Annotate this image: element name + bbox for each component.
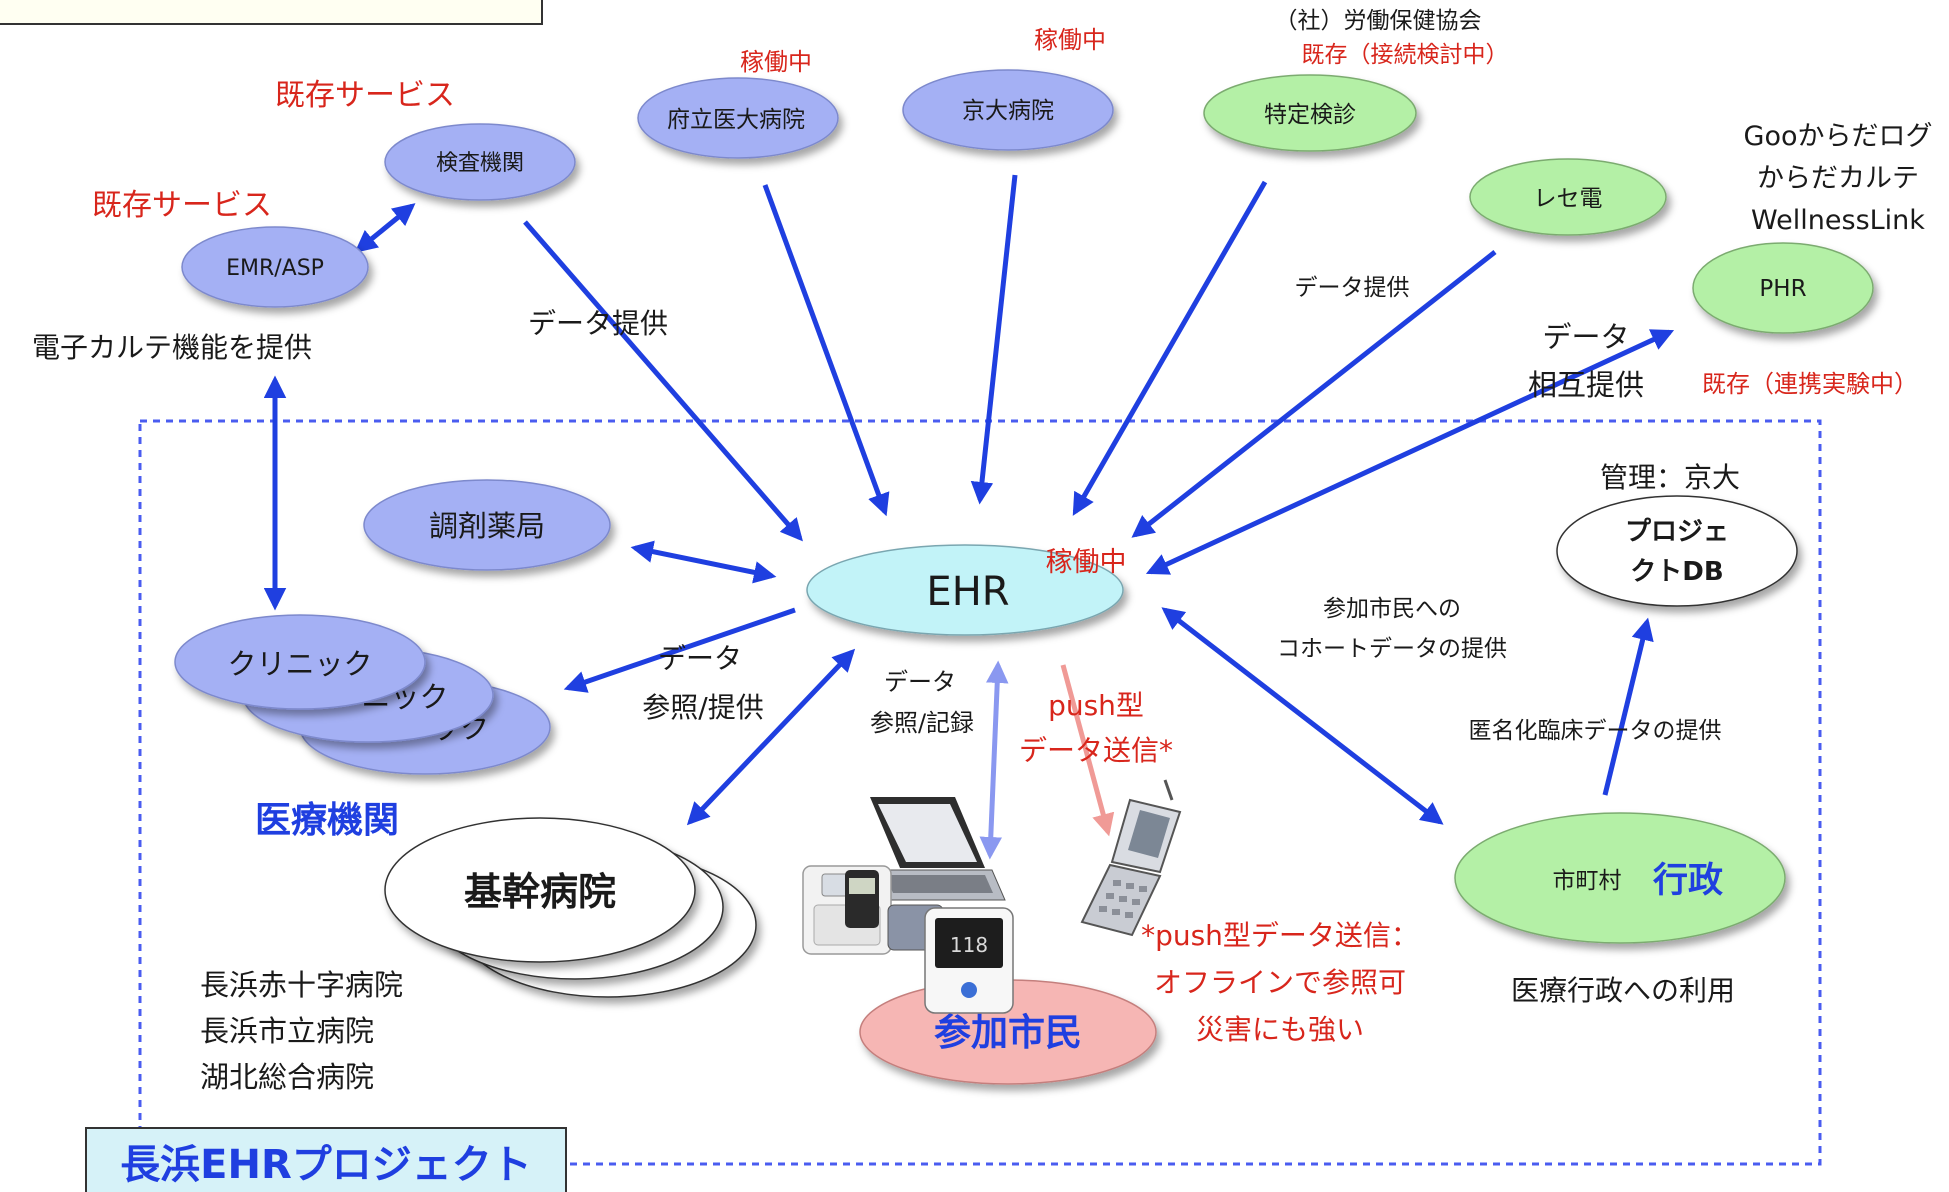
arrow-ehr-citizen — [979, 660, 1009, 860]
arrow-chozai-ehr — [630, 540, 777, 584]
iryo-kikan-label: 医療機関 — [255, 800, 399, 841]
arrow-kyodai-ehr — [970, 174, 1018, 505]
furitsu-label: 府立医大病院 — [667, 107, 805, 133]
chozai-node[interactable] — [363, 479, 611, 571]
project-frame — [138, 419, 1822, 1166]
resaden-label: レセ電 — [1534, 186, 1603, 212]
push-label-2: データ送信* — [1019, 734, 1173, 767]
gyosei-use-label: 医療行政への利用 — [1511, 974, 1735, 1007]
arrow-ehr-phr — [1145, 329, 1675, 575]
emr-label: EMR/ASP — [226, 256, 324, 281]
hospital-3: 湖北総合病院 — [200, 1060, 374, 1094]
gyosei-city-label: 市町村 — [1553, 868, 1622, 894]
blood-pressure-monitor-icon: 118 — [887, 904, 1014, 1014]
arrow-furitsu-ehr — [762, 184, 890, 517]
chozai-label: 調剤薬局 — [429, 509, 545, 543]
push-note-3: 災害にも強い — [1196, 1013, 1364, 1046]
kizon-kensa: 既存サービス — [275, 78, 455, 113]
kikan-label: 基幹病院 — [464, 870, 616, 914]
hospital-1: 長浜赤十字病院 — [200, 968, 403, 1002]
arrow-gyosei-projdb — [1602, 617, 1654, 796]
projdb-node[interactable] — [1556, 495, 1798, 607]
kikan-node[interactable] — [384, 817, 696, 963]
phr-status: 既存（連携実験中） — [1702, 370, 1918, 398]
phr-node[interactable] — [1692, 242, 1874, 334]
gyosei-label: 行政 — [1653, 861, 1723, 901]
arrow-kensa-ehr — [523, 220, 803, 542]
data-sansho-teikyo-1: データ — [658, 642, 742, 675]
project-title-box — [85, 1127, 567, 1192]
tokutei-label: 特定検診 — [1264, 102, 1356, 128]
push-note-2: オフラインで参照可 — [1154, 966, 1406, 999]
svg-text:118: 118 — [950, 933, 988, 957]
phr-label: PHR — [1759, 276, 1806, 302]
data-teikyo-left: データ提供 — [528, 307, 668, 340]
arrow-ehr-kikan — [686, 648, 856, 826]
arrows — [263, 174, 1675, 860]
citizen-label: 参加市民 — [934, 1011, 1082, 1054]
data-sogo-1: データ — [1542, 320, 1629, 354]
phr-service-2: からだカルテ — [1757, 163, 1919, 194]
tokumei-label: 匿名化臨床データの提供 — [1469, 718, 1722, 744]
flip-phone-icon — [1080, 779, 1182, 937]
ehr-status: 稼働中 — [1046, 547, 1127, 578]
data-sogo-2: 相互提供 — [1528, 368, 1644, 402]
push-note-1: *push型データ送信： — [1141, 919, 1419, 952]
tokutei-org: （社）労働保健協会 — [1275, 8, 1482, 34]
kyodai-node[interactable] — [902, 69, 1114, 151]
kanri-label: 管理：京大 — [1600, 461, 1740, 494]
top-note-box — [0, 0, 543, 25]
furitsu-status: 稼働中 — [740, 48, 812, 76]
ehr-label: EHR — [926, 569, 1009, 615]
arrow-kensa-emr — [354, 203, 416, 253]
kyodai-label: 京大病院 — [962, 98, 1054, 124]
cohort-label-2: コホートデータの提供 — [1277, 636, 1507, 662]
resaden-node[interactable] — [1469, 158, 1667, 236]
emr-node[interactable] — [181, 226, 369, 308]
arrow-ehr-gyosei — [1161, 607, 1444, 825]
clinic-node[interactable] — [174, 614, 426, 710]
phr-service-3: WellnessLink — [1751, 205, 1925, 236]
clinic-label: クリニック — [227, 647, 372, 681]
kyodai-status: 稼働中 — [1034, 26, 1106, 54]
furitsu-node[interactable] — [637, 77, 839, 159]
arrow-push — [1060, 664, 1115, 837]
arrow-tokutei-ehr — [1072, 180, 1268, 516]
projdb-label-2: クトDB — [1630, 557, 1723, 587]
phr-service-1: Gooからだログ — [1744, 121, 1933, 152]
cohort-label-1: 参加市民への — [1323, 596, 1461, 622]
kensa-label: 検査機関 — [436, 151, 524, 176]
gyosei-node[interactable] — [1454, 812, 1786, 944]
hospital-2: 長浜市立病院 — [200, 1014, 374, 1048]
pedometer-icon — [845, 870, 879, 928]
push-label-1: push型 — [1048, 689, 1144, 722]
arrow-ehr-clinic — [563, 607, 796, 693]
data-sansho-teikyo-2: 参照/提供 — [642, 691, 763, 724]
ehr-node[interactable] — [806, 544, 1124, 636]
data-sansho-kiroku-1: データ — [884, 668, 956, 696]
laptop-icon — [870, 797, 1006, 901]
emr-desc: 電子カルテ機能を提供 — [32, 331, 312, 364]
data-sansho-kiroku-2: 参照/記録 — [870, 709, 974, 737]
projdb-label-1: プロジェ — [1625, 517, 1729, 547]
data-teikyo-right: データ提供 — [1295, 275, 1410, 301]
kizon-emr: 既存サービス — [92, 188, 272, 223]
project-title: 長浜EHRプロジェクト — [120, 1142, 532, 1188]
kensa-node[interactable] — [384, 123, 576, 201]
tokutei-status: 既存（接続検討中） — [1302, 42, 1509, 68]
tokutei-node[interactable] — [1203, 74, 1417, 152]
